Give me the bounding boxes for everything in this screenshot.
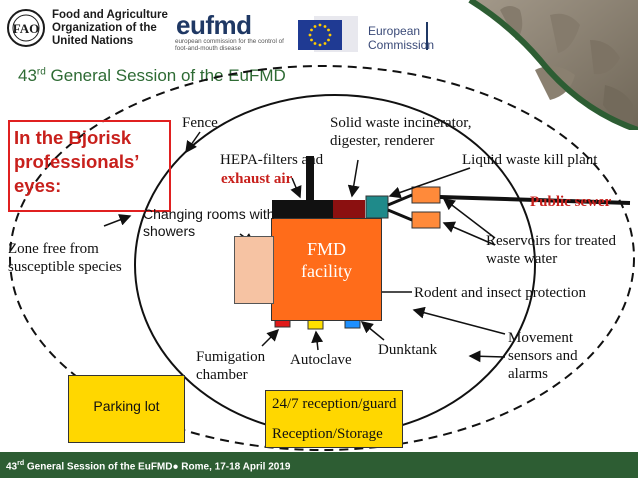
label-public-sewer: Public sewer bbox=[530, 194, 612, 210]
label-reception-guard: 24/7 reception/guard bbox=[272, 396, 397, 412]
arrow-autoclave bbox=[311, 330, 324, 351]
arrow-zone bbox=[103, 214, 132, 227]
slide-title-sup: rd bbox=[36, 66, 46, 78]
fao-line-1: Food and Agriculture bbox=[52, 9, 168, 21]
ec-line-2: Commission bbox=[368, 38, 435, 52]
incinerator-box bbox=[333, 200, 365, 220]
slide-title-rest: General Session of the EuFMD bbox=[45, 66, 286, 85]
arrow-hepa bbox=[290, 177, 302, 199]
arrow-liquid bbox=[388, 167, 471, 199]
arrow-movement-2 bbox=[468, 350, 506, 363]
footer-number: 43 bbox=[6, 461, 18, 473]
eufmd-logo-word: eufmd bbox=[176, 10, 252, 40]
ec-line-1: European bbox=[368, 24, 421, 38]
arrow-incinerator bbox=[347, 159, 360, 198]
label-dunktank: Dunktank bbox=[378, 342, 438, 358]
changing-room-box bbox=[234, 236, 274, 304]
fao-logo-icon: FAO bbox=[7, 9, 45, 47]
hepa-filter-block bbox=[272, 200, 334, 218]
parking-lot-box bbox=[68, 375, 185, 443]
label-solid-waste: Solid waste incinerator, digester, rende… bbox=[330, 115, 472, 149]
arrow-fumigation bbox=[261, 328, 280, 347]
exhaust-chimney bbox=[306, 156, 314, 204]
slide-title-number: 43 bbox=[18, 66, 37, 85]
label-fumigation: Fumigation chamber bbox=[196, 349, 266, 383]
reservoir-1 bbox=[411, 186, 441, 204]
fao-name: Food and Agriculture Organization of the… bbox=[52, 9, 168, 48]
label-rodent: Rodent and insect protection bbox=[414, 285, 587, 301]
svg-text:FAO: FAO bbox=[13, 21, 39, 36]
footer-bar bbox=[0, 452, 638, 478]
label-reception-storage: Reception/Storage bbox=[272, 426, 383, 442]
arrow-fence bbox=[185, 131, 201, 154]
ec-divider bbox=[426, 22, 428, 50]
relief-photo bbox=[468, 0, 638, 130]
eufmd-subtitle: european commission for the control of f… bbox=[175, 38, 284, 52]
pipe-between bbox=[387, 208, 413, 222]
liquid-kill-box bbox=[365, 195, 389, 219]
eufmd-logo: eufmd bbox=[176, 10, 252, 41]
arrow-reservoir-2 bbox=[442, 221, 496, 246]
label-liquid-waste: Liquid waste kill plant bbox=[462, 152, 598, 168]
zone-boundary bbox=[9, 65, 635, 451]
parking-lot-label: Parking lot bbox=[93, 398, 160, 414]
footer-text: 43rd General Session of the EuFMD● Rome,… bbox=[6, 460, 290, 472]
label-hepa: HEPA-filters and bbox=[220, 152, 324, 168]
label-changing-rooms: Changing rooms with showers bbox=[143, 206, 275, 239]
footer-bullet-icon: ● bbox=[172, 461, 179, 473]
footer-text-b: Rome, 17-18 April 2019 bbox=[178, 461, 291, 473]
label-zone-free: Zone free from susceptible species bbox=[8, 241, 122, 275]
label-reservoirs: Reservoirs for treated waste water bbox=[486, 233, 616, 267]
public-sewer-pipe bbox=[439, 195, 631, 205]
footer-sup: rd bbox=[17, 460, 25, 467]
footer-text-a: General Session of the EuFMD bbox=[24, 461, 173, 473]
fao-line-2: Organization of the bbox=[52, 22, 157, 34]
label-fence: Fence bbox=[182, 115, 218, 131]
label-exhaust: exhaust air bbox=[221, 171, 293, 187]
reservoir-2 bbox=[411, 211, 441, 229]
callout-box bbox=[8, 120, 171, 212]
pipe-to-reservoir bbox=[387, 193, 413, 207]
arrow-movement-1 bbox=[412, 306, 506, 335]
slide-title: 43rd General Session of the EuFMD bbox=[18, 66, 286, 86]
arrow-dunktank bbox=[360, 321, 385, 341]
reception-box bbox=[265, 390, 403, 448]
callout-text: In the Bjorisk professionals’ eyes: bbox=[14, 127, 139, 196]
fmd-facility-label: FMD facility bbox=[301, 239, 352, 281]
eu-flag-icon bbox=[298, 16, 358, 52]
ec-name: European Commission bbox=[368, 24, 434, 52]
label-autoclave: Autoclave bbox=[290, 352, 352, 368]
label-movement: Movement sensors and alarms bbox=[508, 330, 578, 382]
arrow-reservoir-1 bbox=[442, 198, 496, 239]
fao-line-3: United Nations bbox=[52, 35, 134, 47]
